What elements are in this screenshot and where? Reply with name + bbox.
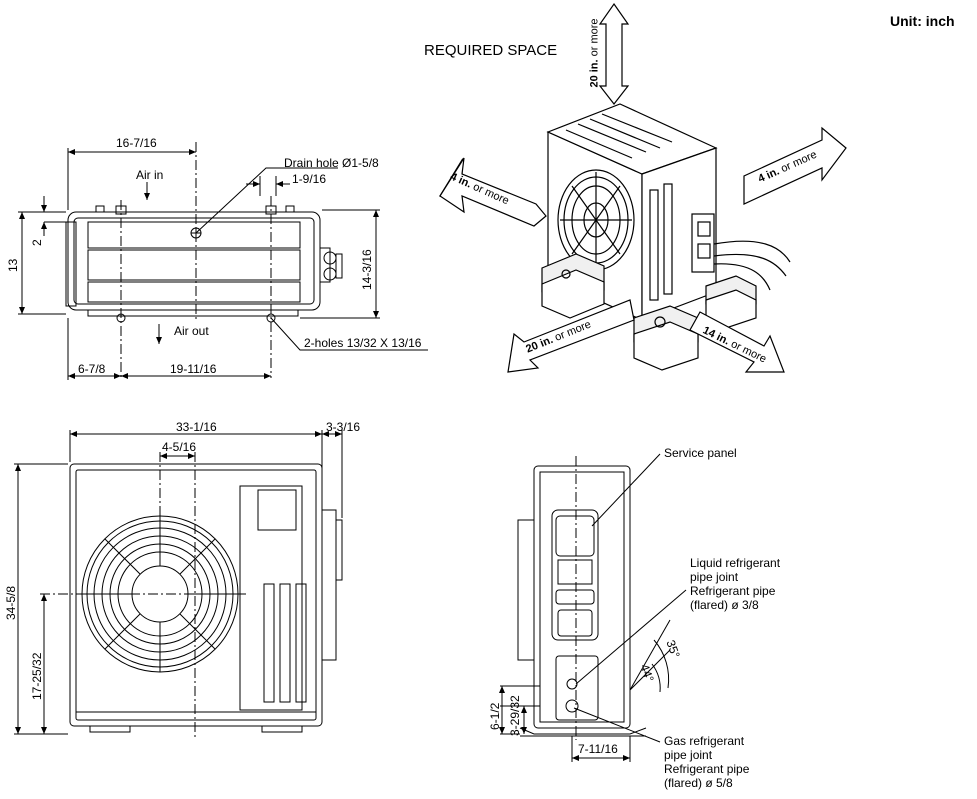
- unit-label: Unit: inch: [890, 13, 955, 29]
- left-small-dim: 2: [30, 239, 44, 246]
- drain-hole-label: Drain hole Ø1-5/8: [284, 156, 379, 170]
- fan-center-height-dim: 17-25/32: [30, 652, 44, 700]
- service-panel-label: Service panel: [664, 446, 737, 460]
- right-depth-dim: 14-3/16: [360, 249, 374, 290]
- dim-6-1-2: 6-1/2: [488, 702, 502, 730]
- holes-label: 2-holes 13/32 X 13/16: [304, 336, 422, 350]
- side-view: [499, 453, 687, 762]
- fan-offset-dim: 4-5/16: [162, 440, 197, 454]
- liquid-joint-line1: Liquid refrigerant: [690, 556, 781, 570]
- gas-pipe-line2: (flared) ø 5/8: [664, 776, 733, 790]
- required-space-title: REQUIRED SPACE: [424, 42, 558, 59]
- dim-7-11-16: 7-11/16: [578, 742, 618, 756]
- air-in-label: Air in: [136, 168, 164, 182]
- required-space-view: [541, 103, 791, 371]
- dim-3-29-32: 3-29/32: [508, 695, 522, 736]
- liquid-pipe-line1: Refrigerant pipe: [690, 584, 776, 598]
- gas-joint-line2: pipe joint: [664, 748, 713, 762]
- clearance-arrow-front: [507, 299, 635, 373]
- front-view: [14, 430, 343, 740]
- gas-joint-line1: Gas refrigerant: [664, 734, 745, 748]
- clearance-top-label: 20 in. or more: [588, 18, 601, 88]
- left-depth-dim: 13: [6, 258, 20, 272]
- bottom-mid-dim: 19-11/16: [170, 362, 217, 376]
- front-view-body: [69, 463, 323, 727]
- gas-pipe-line1: Refrigerant pipe: [664, 762, 750, 776]
- air-out-label: Air out: [174, 324, 209, 338]
- side-view-body: [533, 465, 631, 729]
- top-view: [18, 142, 428, 380]
- front-width-dim: 33-1/16: [176, 420, 217, 434]
- clearance-arrow-right: [743, 126, 847, 205]
- front-height-dim: 34-5/8: [4, 585, 18, 620]
- liquid-pipe-line2: (flared) ø 3/8: [690, 598, 759, 612]
- top-view-body: [67, 211, 321, 311]
- drain-offset-dim: 1-9/16: [292, 172, 327, 186]
- top-width-dim: 16-7/16: [116, 136, 157, 150]
- front-right-extra-dim: 3-3/16: [326, 420, 361, 434]
- liquid-joint-line2: pipe joint: [690, 570, 739, 584]
- clearance-arrow-rear: [689, 311, 785, 373]
- clearance-arrow-top: [598, 2, 630, 105]
- bottom-left-dim: 6-7/8: [78, 362, 106, 376]
- clearance-arrows: [439, 2, 847, 373]
